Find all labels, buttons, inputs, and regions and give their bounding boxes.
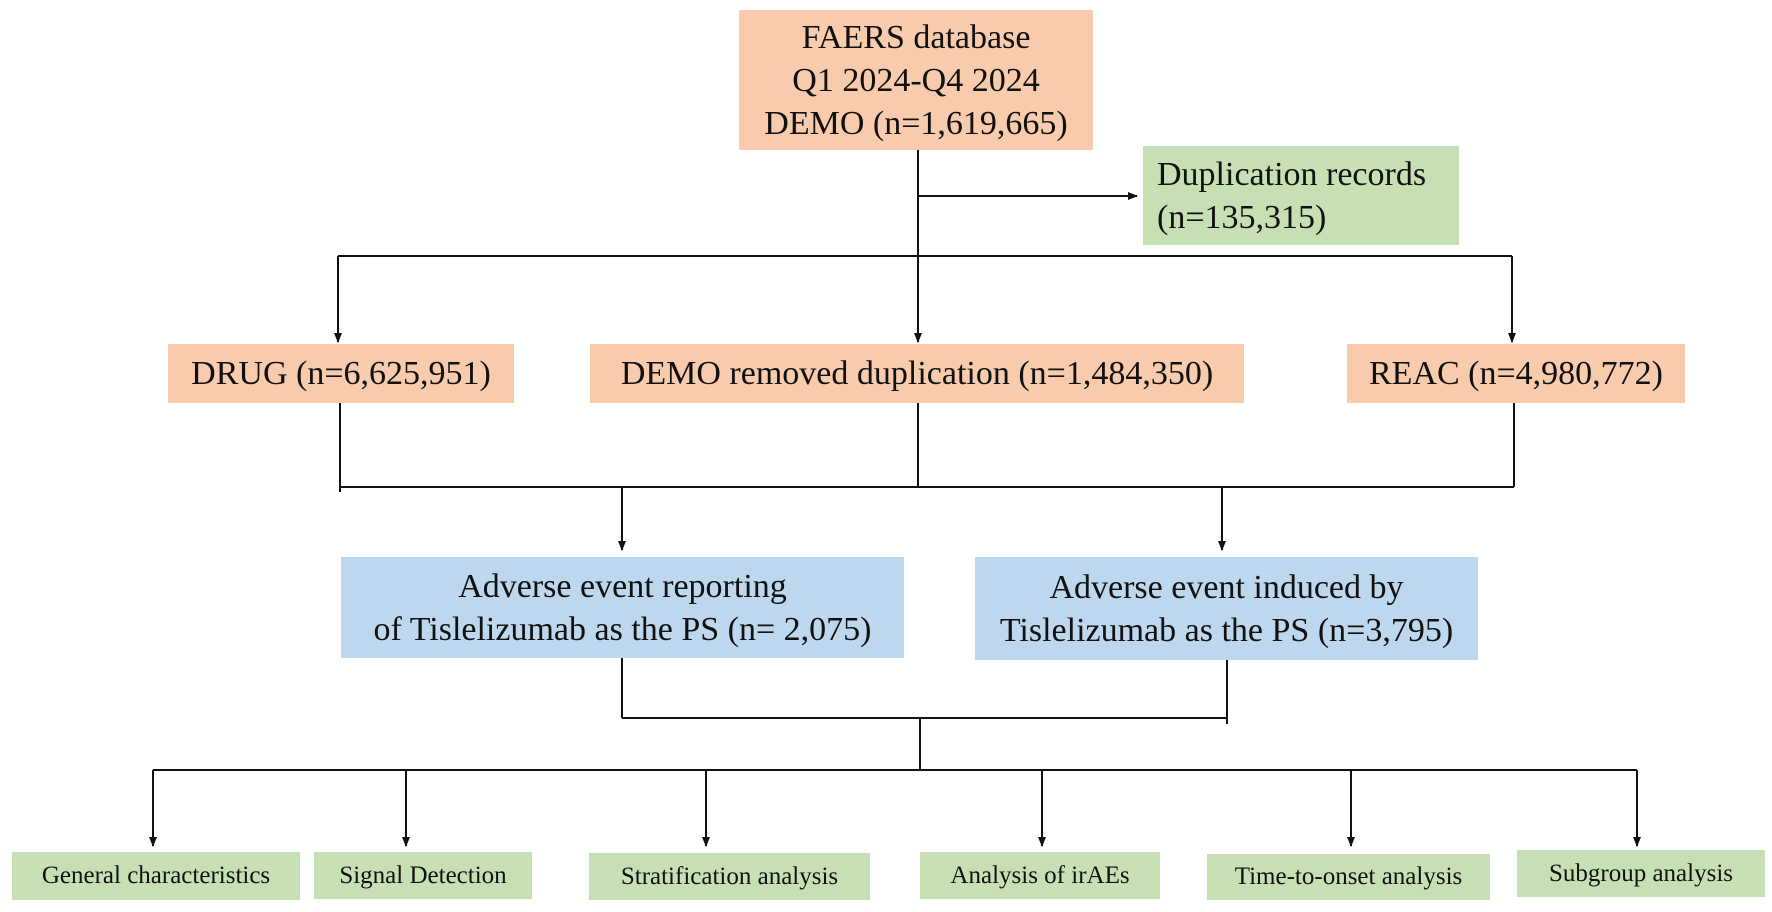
source-line-1: FAERS database [801,18,1031,56]
analysis-label: General characteristics [41,862,271,889]
analysis-label: Analysis of irAEs [950,861,1130,889]
analysis-stratification: Stratification analysis [589,853,870,900]
reporting-line-1: Adverse event reporting [458,567,787,605]
analysis-signal-detection: Signal Detection [314,852,532,899]
source-box: FAERS database Q1 2024-Q4 2024 DEMO (n=1… [739,10,1093,150]
duplication-line-1: Duplication records [1157,155,1427,193]
analysis-subgroup: Subgroup analysis [1517,850,1765,897]
reac-label: REAC (n=4,980,772) [1369,355,1663,392]
duplication-line-2: (n=135,315) [1157,198,1327,236]
analysis-label: Stratification analysis [620,862,839,890]
analysis-general-characteristics: General characteristics [12,852,300,900]
analysis-iraes: Analysis of irAEs [920,852,1160,899]
induced-line-2: Tislelizumab as the PS (n=3,795) [999,611,1454,649]
analysis-time-to-onset: Time-to-onset analysis [1207,854,1490,900]
drug-label: DRUG (n=6,625,951) [191,355,491,392]
analysis-label: Time-to-onset analysis [1234,863,1463,890]
analysis-label: Subgroup analysis [1548,859,1734,887]
induced-box: Adverse event induced by Tislelizumab as… [975,557,1478,660]
reporting-box: Adverse event reporting of Tislelizumab … [341,557,904,658]
demo-dedup-box: DEMO removed duplication (n=1,484,350) [590,344,1244,403]
reporting-line-2: of Tislelizumab as the PS (n= 2,075) [373,610,872,648]
source-line-3: DEMO (n=1,619,665) [764,104,1068,142]
induced-line-1: Adverse event induced by [1049,568,1404,606]
duplication-box: Duplication records (n=135,315) [1143,146,1459,245]
drug-box: DRUG (n=6,625,951) [168,344,514,403]
reac-box: REAC (n=4,980,772) [1347,344,1685,403]
source-line-2: Q1 2024-Q4 2024 [792,61,1040,99]
analysis-label: Signal Detection [339,861,507,889]
demo-dedup-label: DEMO removed duplication (n=1,484,350) [620,355,1214,392]
